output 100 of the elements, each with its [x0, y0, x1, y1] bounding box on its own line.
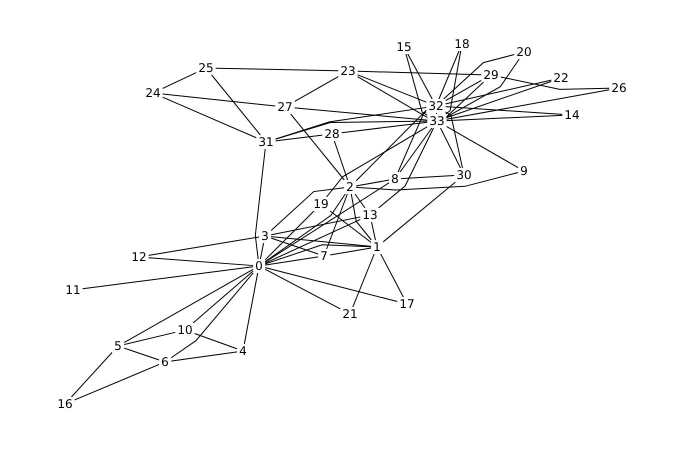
node-label: 8 — [389, 172, 401, 186]
edge-line — [264, 267, 398, 302]
edge-line — [350, 194, 372, 240]
edge-line — [162, 94, 276, 106]
node-label: 24 — [143, 86, 163, 100]
node-label: 19 — [311, 197, 331, 211]
edge-line — [400, 128, 432, 172]
edge-line — [357, 70, 482, 76]
node-label: 0 — [253, 259, 265, 273]
edge-line — [355, 180, 390, 186]
edge-line — [254, 148, 266, 260]
node-label: 26 — [609, 81, 629, 95]
edge-line — [380, 254, 404, 298]
edge-line — [294, 76, 339, 102]
node-label: 20 — [514, 45, 534, 59]
edge-line — [215, 68, 339, 72]
edge-line — [445, 50, 462, 114]
edge-line — [352, 254, 375, 308]
edge-line — [244, 272, 258, 344]
edge-line — [445, 80, 552, 104]
edge-line — [194, 333, 238, 350]
edge-line — [74, 364, 160, 400]
node-label: 29 — [481, 68, 501, 82]
edge-line — [330, 210, 372, 244]
edge-line — [294, 107, 428, 121]
edge-line — [148, 236, 260, 256]
edge-line — [270, 236, 372, 247]
edge-line — [192, 270, 254, 324]
edge-line — [446, 126, 519, 168]
edge-line — [275, 120, 428, 140]
edge-line — [445, 106, 563, 115]
edge-line — [355, 172, 519, 190]
node-label: 27 — [275, 100, 295, 114]
edge-line — [354, 194, 366, 208]
edge-line — [275, 106, 427, 140]
edge-line — [275, 134, 323, 142]
edge-line — [170, 272, 254, 358]
node-label: 31 — [256, 135, 276, 149]
node-label: 28 — [322, 127, 342, 141]
node-label: 5 — [112, 339, 124, 353]
edge-line — [270, 237, 319, 255]
node-label: 7 — [318, 249, 330, 263]
node-label: 33 — [427, 114, 447, 128]
edge-line — [211, 74, 261, 136]
edge-line — [162, 72, 197, 89]
edge-line — [445, 112, 463, 168]
edge-line — [148, 257, 254, 266]
edge-line — [264, 268, 341, 310]
edge-line — [440, 128, 461, 168]
edge-line — [438, 50, 460, 100]
edge-line — [405, 54, 428, 116]
edge-line — [446, 80, 552, 118]
edge-line — [326, 126, 428, 198]
edge-line — [290, 114, 345, 180]
edge-line — [260, 242, 264, 260]
edge-line — [445, 80, 482, 102]
node-label: 21 — [340, 307, 360, 321]
edge-line — [357, 76, 430, 119]
edge-line — [371, 222, 376, 240]
node-label: 25 — [196, 61, 216, 75]
edge-line — [446, 114, 563, 122]
edge-line — [341, 122, 428, 134]
edge-line — [329, 248, 372, 256]
edge-line — [270, 187, 345, 232]
edge-line — [123, 268, 254, 344]
edge-line — [357, 74, 427, 103]
edge-line — [264, 182, 390, 263]
node-label: 3 — [259, 229, 271, 243]
node-label: 23 — [338, 64, 358, 78]
edge-line — [162, 96, 257, 138]
edge-line — [382, 182, 456, 243]
edge-line — [445, 82, 484, 118]
node-label: 4 — [237, 344, 249, 358]
edge-line — [443, 54, 515, 100]
node-label: 2 — [344, 180, 356, 194]
node-label: 9 — [518, 164, 530, 178]
edge-line — [82, 266, 254, 290]
edge-line — [446, 89, 610, 120]
edge-line — [400, 175, 455, 180]
edge-line — [264, 244, 372, 265]
edge-line — [264, 194, 346, 262]
edge-line — [264, 256, 319, 266]
edge-line — [378, 128, 434, 208]
edge-line — [407, 54, 433, 100]
edge-line — [355, 109, 428, 182]
edge-line — [500, 76, 610, 90]
edge-line — [326, 194, 348, 250]
edge-line — [398, 111, 427, 172]
edge-line — [123, 332, 176, 346]
edge-line — [170, 351, 238, 362]
edge-line — [270, 216, 361, 236]
edge-line — [264, 210, 314, 261]
node-label: 30 — [454, 168, 474, 182]
edge-line — [70, 352, 113, 398]
edge-line — [334, 140, 348, 180]
edge-line — [123, 347, 160, 361]
edge-line — [264, 218, 361, 264]
node-label: 1 — [371, 240, 383, 254]
node-label: 6 — [159, 355, 171, 369]
node-label: 32 — [426, 99, 446, 113]
